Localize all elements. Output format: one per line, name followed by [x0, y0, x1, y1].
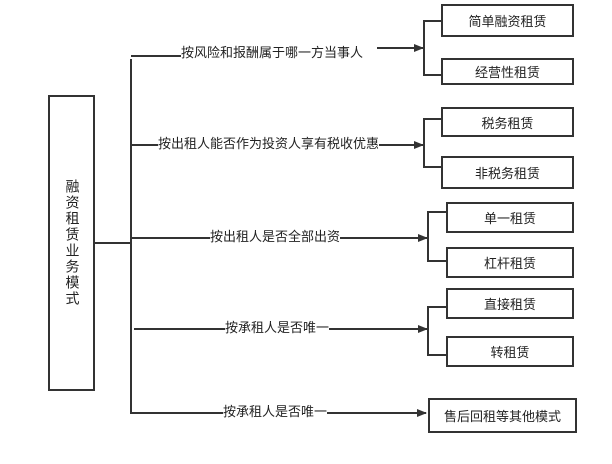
- type-node: 经营性租赁: [441, 58, 574, 85]
- bracket-1: [423, 20, 441, 76]
- type-node: 税务租赁: [441, 107, 574, 137]
- type-node: 单一租赁: [446, 202, 574, 233]
- criterion-label: 按出租人是否全部出资: [210, 230, 341, 246]
- type-node: 转租赁: [446, 336, 574, 367]
- type-node: 非税务租赁: [441, 156, 574, 189]
- criterion-label: 按承租人是否唯一: [225, 321, 330, 337]
- criterion-label: 按出租人能否作为投资人享有税收优惠: [158, 137, 380, 153]
- type-node: 杠杆租赁: [446, 247, 574, 278]
- root-label: 融资租赁业务模式: [63, 179, 80, 307]
- type-node: 售后回租等其他模式: [428, 398, 577, 433]
- root-node: 融资租赁业务模式: [48, 95, 95, 391]
- type-node: 简单融资租赁: [441, 4, 574, 37]
- type-node: 直接租赁: [446, 288, 574, 319]
- criterion-label: 按风险和报酬属于哪一方当事人: [181, 46, 364, 62]
- criterion-label: 按承租人是否唯一: [223, 405, 328, 421]
- bracket-4: [427, 306, 446, 356]
- bracket-3: [427, 211, 446, 262]
- bracket-2: [423, 118, 441, 168]
